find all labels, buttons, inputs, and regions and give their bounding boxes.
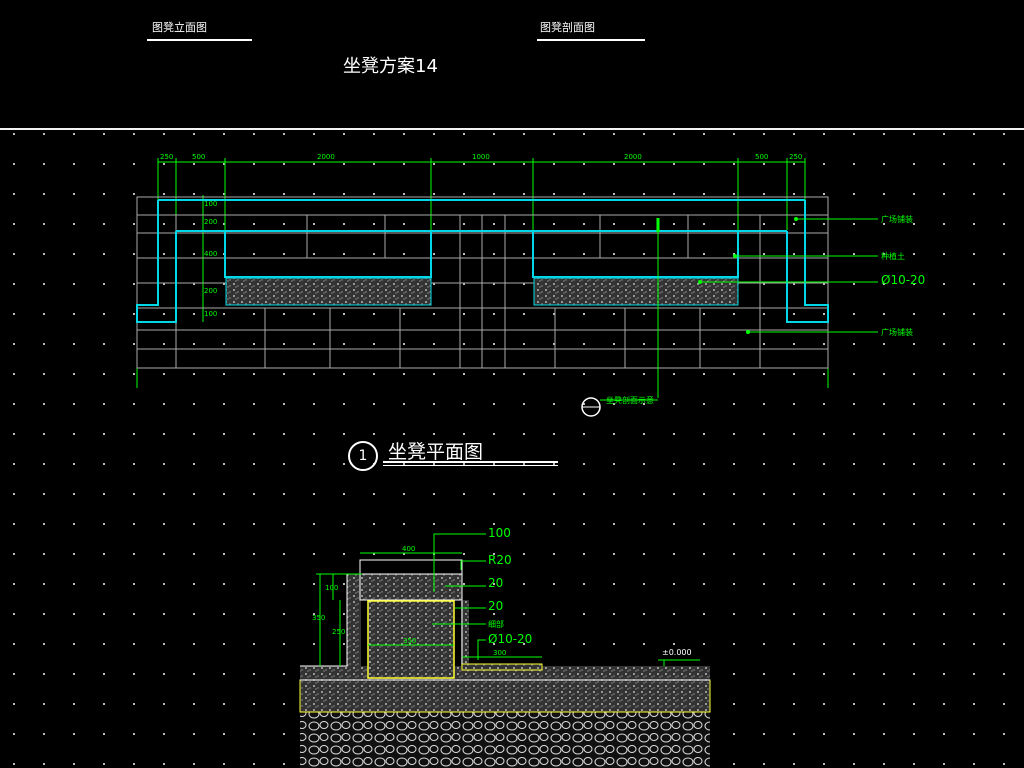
section-dim-inner: 350: [403, 637, 417, 645]
section-mark-label: 坐凳剖面示意: [606, 396, 654, 405]
header-separator: [0, 128, 1024, 130]
dim-top-5: 2000: [624, 153, 642, 161]
dim-left-4: 200: [204, 287, 218, 295]
dim-top-6: 500: [755, 153, 769, 161]
dim-left-1: 100: [204, 200, 218, 208]
section-dim-total: 350: [312, 614, 326, 622]
grid-dots: [0, 131, 1024, 768]
section-callout-4: 20: [488, 599, 504, 613]
dim-left-2: 200: [204, 218, 218, 226]
dim-left-5: 100: [204, 310, 218, 318]
callout-paving-top: 广场铺装: [881, 215, 913, 224]
right-view-label: 图凳剖面图: [540, 21, 595, 34]
plan-number-circle: 1: [348, 441, 378, 471]
dim-top-1: 250: [160, 153, 174, 161]
drawing-title: 坐凳方案14: [343, 56, 438, 77]
left-view-label: 图凳立面图: [152, 21, 207, 34]
section-dim-cap: 100: [325, 584, 339, 592]
callout-gravel: Ø10-20: [881, 273, 926, 287]
header-bar: [0, 0, 1024, 128]
section-dim-body: 250: [332, 628, 346, 636]
dim-top-2: 500: [192, 153, 206, 161]
callout-planting-soil: 种植土: [881, 252, 905, 261]
section-callout-5: 细部: [488, 620, 504, 629]
dim-top-4: 1000: [472, 153, 490, 161]
plan-title-underline: [383, 461, 558, 463]
section-callout-6: Ø10-20: [488, 632, 533, 646]
dim-left-3: 400: [204, 250, 218, 258]
plan-title-underline-thin: [383, 465, 558, 466]
section-dim-width: 400: [402, 545, 416, 553]
left-view-underline: [147, 39, 252, 41]
dim-top-3: 2000: [317, 153, 335, 161]
section-level-mark: ±0.000: [662, 648, 692, 657]
right-view-underline: [537, 39, 645, 41]
section-callout-2: R20: [488, 553, 512, 567]
section-callout-1: 100: [488, 526, 511, 540]
section-view: [299, 533, 711, 768]
section-callout-3: 20: [488, 576, 504, 590]
plan-view: [136, 158, 878, 417]
dim-top-7: 250: [789, 153, 803, 161]
section-dim-gravel: 300: [493, 649, 507, 657]
callout-paving-bottom: 广场铺装: [881, 328, 913, 337]
plan-title: 坐凳平面图: [388, 441, 484, 463]
